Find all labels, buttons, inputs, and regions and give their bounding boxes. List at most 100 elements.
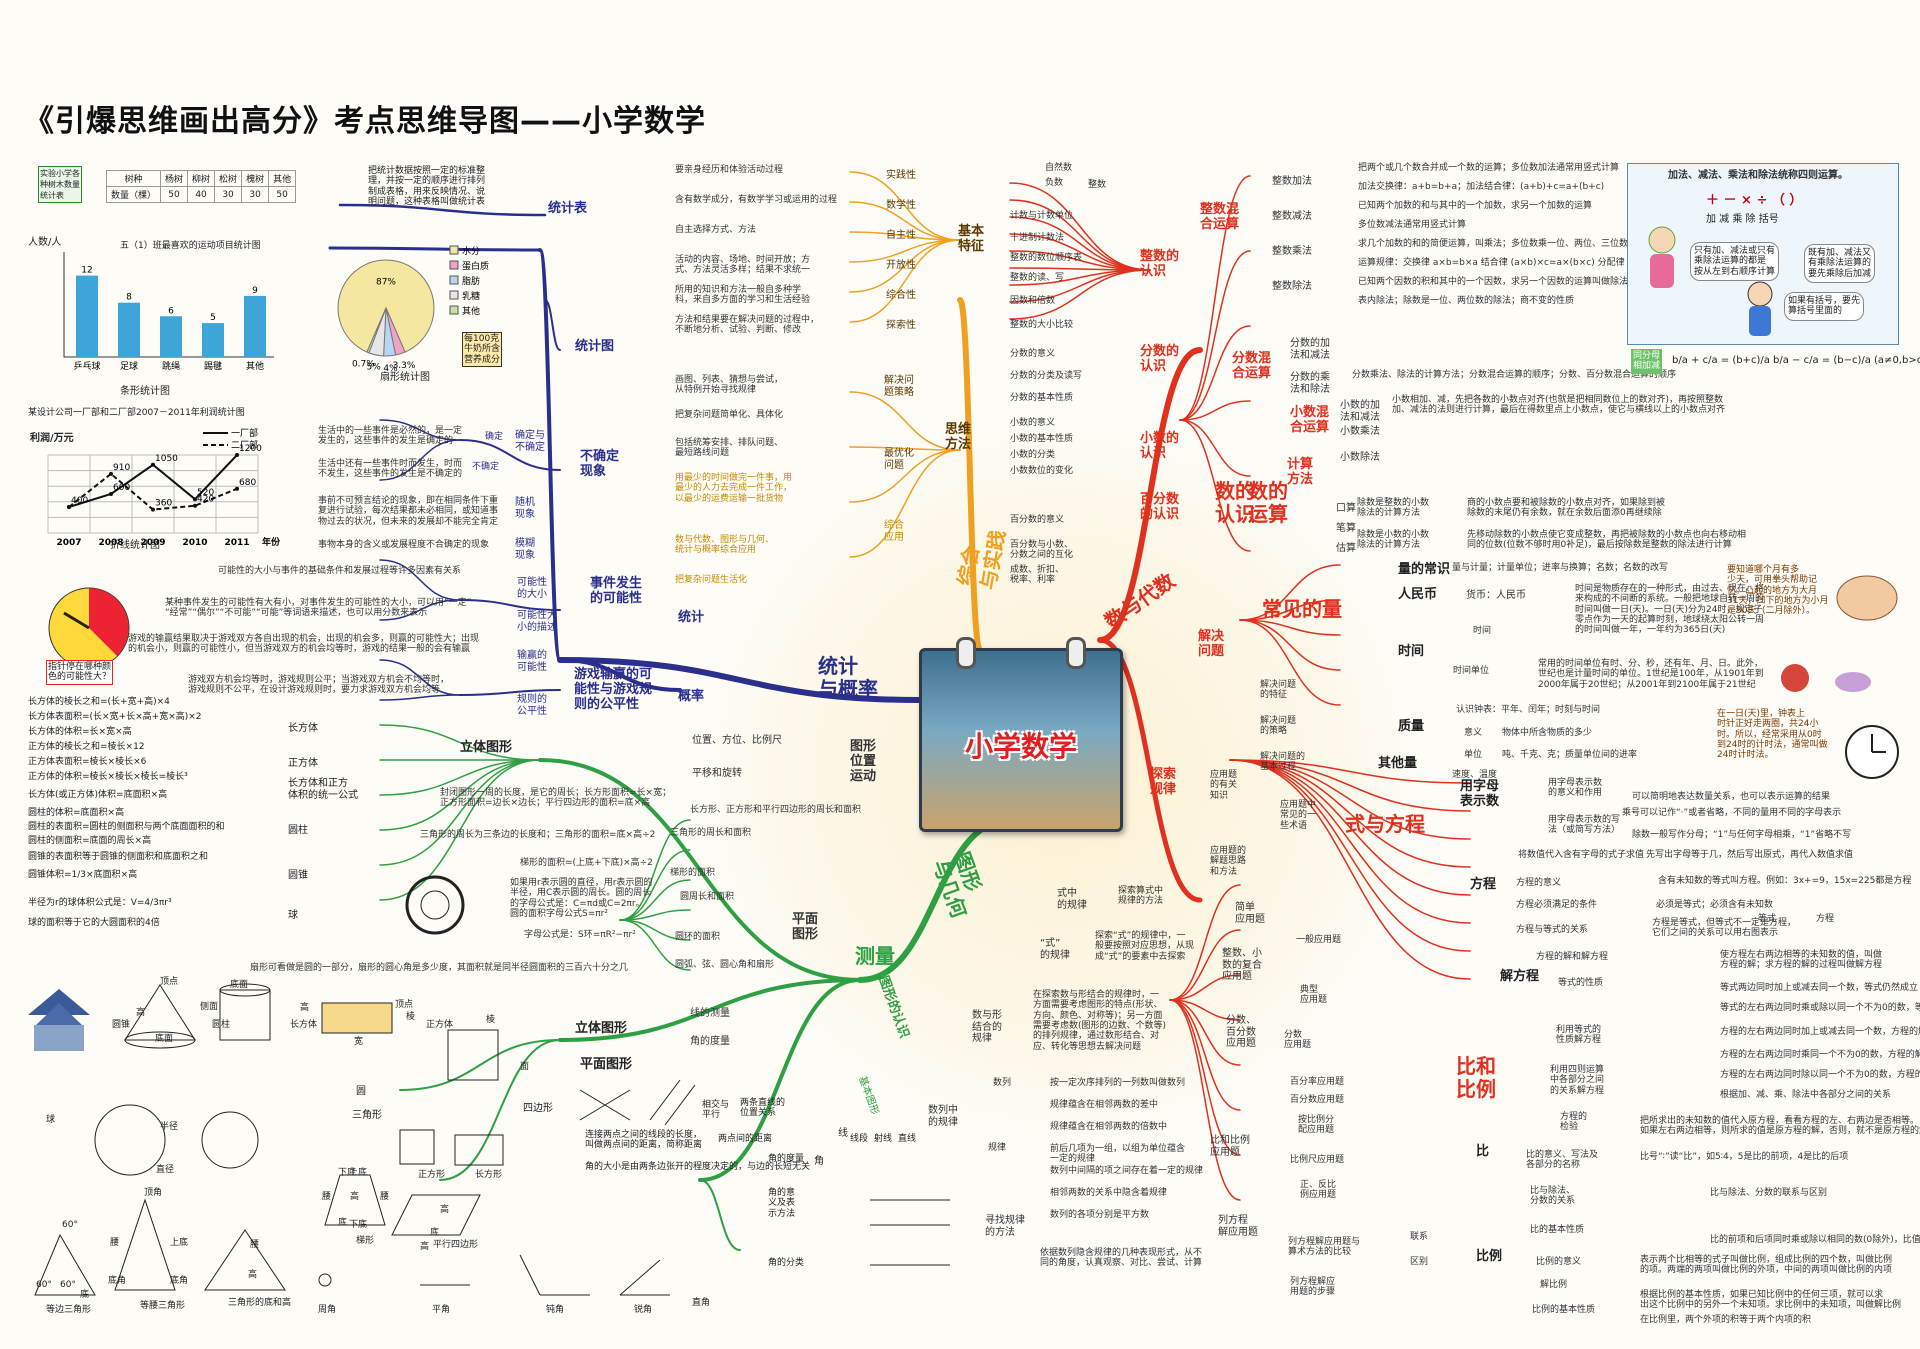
- line-point: [193, 503, 197, 508]
- explore-item: 寻找规律 的方法: [985, 1215, 1025, 1238]
- quad-part: 高: [350, 1192, 360, 1202]
- node-mental: 口算: [1336, 503, 1356, 514]
- calendar-note-clock: 在一日(天)里，钟表上 时针正好走两圈，共24小 时。所以，经常采用从0时 到2…: [1717, 709, 1828, 761]
- strategy-desc-1: 画图、列表、猜想与尝试， 从特例开始寻找规律: [675, 375, 784, 396]
- int-op: 整数乘法: [1272, 246, 1312, 257]
- quantity-line: [1239, 619, 1341, 636]
- line-type: 射线: [874, 1134, 893, 1144]
- time-sub: 时间单位: [1453, 666, 1490, 676]
- equation-desc: 可以简明地表达数量关系，也可以表示运算的结果: [1632, 792, 1831, 802]
- frac-op-desc: 分数乘法、除法的计算方法；分数混合运算的顺序；分数、百分数混合运算的顺序: [1352, 370, 1677, 380]
- solid-part: 顶点: [395, 1000, 414, 1010]
- triangle-height: [204, 1229, 286, 1291]
- cube-shape: [447, 1029, 499, 1081]
- table-cell: 30: [214, 186, 243, 203]
- plane-item-line: [619, 909, 691, 921]
- solve-item: 解决问题的 基本过程: [1260, 752, 1306, 773]
- equation-sub: 将数值代入含有字母的式子求值: [1518, 850, 1645, 860]
- explore-desc-2: 在探索数与形结合的规律时，一 方面需要考虑图形的特点(形状、 方向、颜色、对称等…: [1033, 990, 1167, 1052]
- pie-slice-label: 0.7%: [352, 360, 375, 370]
- solid-part: 侧面: [200, 1002, 219, 1012]
- ops-line: [1179, 419, 1251, 477]
- app-line: [1169, 929, 1241, 1001]
- bubble-left: 只有加、减法或只有 乘除法运算的都是 按从左到右顺序计算: [1690, 242, 1780, 282]
- plane-item: 圆周长和面积: [680, 892, 735, 902]
- measure-item: 角的度量: [690, 1036, 730, 1047]
- plane-formula: 字母公式是：S环=πR²−πr²: [524, 930, 636, 940]
- equation-sub: 利用四则运算 中各部分之间 的关系解方程: [1550, 1065, 1605, 1096]
- node-frac-mixed: 分数混 合运算: [1232, 351, 1272, 381]
- node-decimals: 小数的 认识: [1140, 431, 1180, 461]
- fraction-formula: b/a + c/a = (b+c)/a b/a − c/a = (b−c)/a …: [1672, 355, 1920, 366]
- node-plane: 平面 图形: [792, 912, 819, 942]
- int-op: 整数加法: [1272, 176, 1312, 187]
- time-sub: 时间: [1473, 626, 1492, 636]
- equation-sub: 比例的基本性质: [1532, 1305, 1596, 1315]
- equation-desc: 等式的左右两边同时乘或除以同一个不为0的数，等式仍然成立: [1720, 1003, 1920, 1013]
- equation-item: 解方程: [1500, 969, 1540, 984]
- bar-value-label: 12: [81, 266, 92, 276]
- percent-item: 百分数的意义: [1010, 515, 1065, 525]
- solid-shape: 球: [46, 1115, 56, 1125]
- line-chart-caption: 折线统计图: [110, 540, 160, 551]
- line-point: [109, 492, 113, 496]
- solid-part: 棱: [406, 1012, 416, 1022]
- bar-chart-caption: 条形统计图: [120, 386, 170, 397]
- line-value-label: 600: [113, 483, 130, 493]
- int-op: 整数除法: [1272, 281, 1312, 292]
- calendar-note-hand: 要知道哪个月有多 少天，可用拳头帮助记 忆。凸起的地方为大月 31天，凹下的地方…: [1727, 565, 1829, 617]
- solid-shape: 圆锥: [112, 1020, 131, 1030]
- triangle-part: 底: [338, 1218, 348, 1228]
- solid-item-line: [379, 724, 541, 761]
- app-sub: 百分数应用题: [1290, 1095, 1345, 1105]
- practice-feature-line: [849, 171, 961, 241]
- line-point: [235, 486, 239, 491]
- explore-sub: 探索算式中 规律的方法: [1118, 886, 1164, 907]
- measure-item: 线的测量: [690, 1008, 730, 1019]
- triangle-part: 底角: [170, 1276, 189, 1286]
- circle-shape: [201, 1111, 259, 1169]
- other-quantity: 速度、温度: [1452, 770, 1498, 780]
- pie-legend-swatch: [449, 260, 459, 270]
- full-angle: [318, 1273, 332, 1287]
- frac-op: 分数的加 法和减法: [1290, 338, 1330, 361]
- random-line: [379, 439, 461, 481]
- calendar-ring-right: [1066, 637, 1086, 669]
- sphere-shape: [94, 1104, 166, 1176]
- line-point: [193, 497, 197, 502]
- quantity-item: 时间: [1398, 644, 1425, 659]
- stats-branch-line: [557, 657, 923, 703]
- equation-line: [1229, 759, 1471, 924]
- solid-formula: 圆锥体积=1/3×底面积×高: [28, 870, 138, 880]
- poss-big-description: 可能性的大小与事件的基础条件和发展过程等许多因素有关系: [218, 566, 462, 576]
- equation-sub: 比的意义、写法及 各部分的名称: [1526, 1150, 1599, 1171]
- app-sub: 比例尺应用题: [1290, 1155, 1345, 1165]
- pie-legend-swatch: [449, 290, 459, 300]
- line-point: [235, 453, 239, 457]
- pie-slice: [366, 307, 387, 354]
- plane-item-line: [619, 849, 691, 921]
- practice-method-line: [849, 391, 961, 451]
- decimal-item: 小数的意义: [1010, 418, 1056, 428]
- basic-sub: 两条直线的 位置关系: [740, 1098, 786, 1119]
- angle-type: 锐角: [634, 1305, 653, 1315]
- center-topic-card: 小学数学: [919, 637, 1123, 832]
- fraction-rule-label: 同分母 相加减: [1631, 349, 1663, 374]
- time-unit-desc: 常用的时间单位有时、分、秒，还有年、月、日。此外， 世纪也是计量时间的单位。1世…: [1538, 659, 1764, 690]
- app-line: [1169, 999, 1241, 1201]
- solid-part: 底面: [230, 980, 249, 990]
- table-cell: 30: [241, 186, 270, 203]
- node-explore: 探索 规律: [1150, 767, 1177, 797]
- app-type: 简单 应用题: [1235, 902, 1265, 925]
- equation-item: 方程: [1470, 877, 1497, 892]
- clock-icon: [1845, 725, 1899, 779]
- sequence-rule: 数列中间隔的项之间存在着一定的规律: [1050, 1166, 1204, 1176]
- app-sub: 典型 应用题: [1300, 985, 1328, 1006]
- node-integers: 整数的 认识: [1140, 249, 1180, 279]
- line-legend-label: 二厂部: [231, 439, 258, 451]
- pie-chart-caption: 扇形统计图: [380, 372, 430, 383]
- sequence-rule: 相邻两数的关系中隐含着规律: [1050, 1188, 1168, 1198]
- bubble-bottom: 如果有括号，要先 算括号里面的: [1784, 292, 1865, 321]
- solid-item: 正方体: [288, 758, 318, 769]
